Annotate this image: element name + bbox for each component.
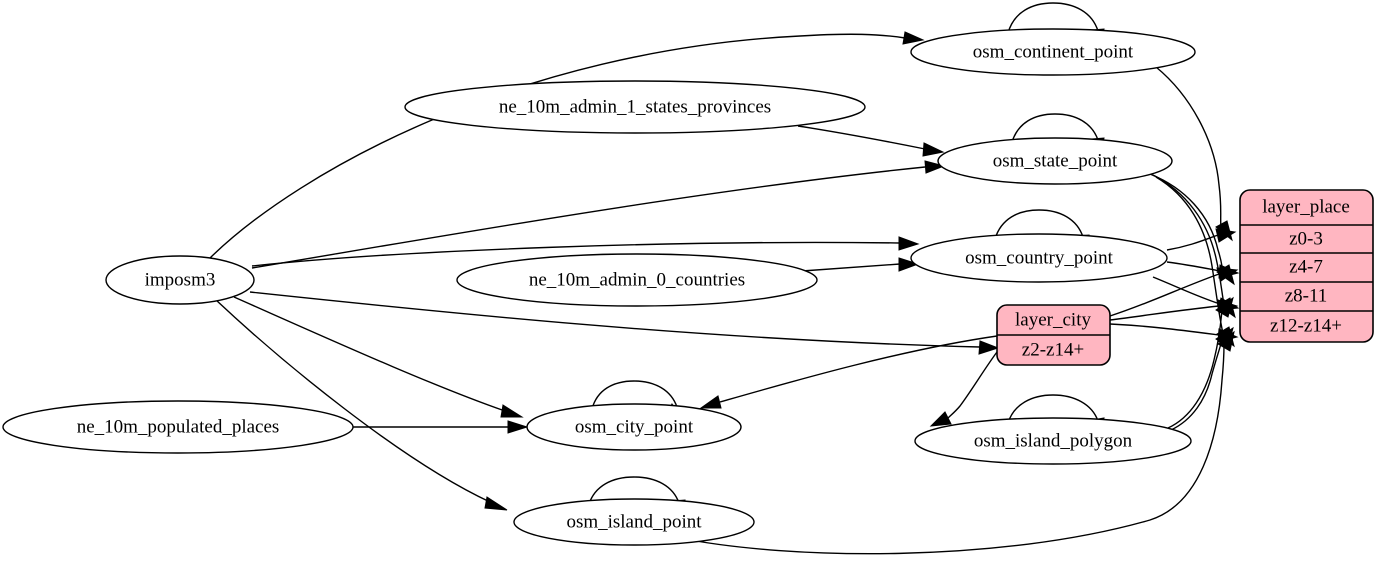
edge-ne_10m_populated_places-to-osm_city_point (353, 420, 529, 434)
record-row-layer_place-z4-7[interactable]: z4-7 (1289, 256, 1323, 277)
node-label-osm_country_point: osm_country_point (965, 247, 1113, 268)
node-ne_10m_admin_1_states_provinces[interactable]: ne_10m_admin_1_states_provinces (404, 80, 866, 134)
record-title-layer_city: layer_city (1015, 309, 1091, 330)
node-label-osm_state_point: osm_state_point (993, 150, 1118, 171)
edge-imposm3-to-osm_city_point (233, 296, 524, 418)
node-osm_island_polygon[interactable]: osm_island_polygon (914, 417, 1192, 465)
edge-imposm3-to-osm_state_point (251, 160, 946, 269)
node-label-osm_island_polygon: osm_island_polygon (974, 430, 1133, 451)
node-label-osm_city_point: osm_city_point (575, 416, 694, 437)
node-osm_city_point[interactable]: osm_city_point (526, 403, 742, 451)
record-row-layer_place-z12-z14[interactable]: z12-z14+ (1270, 315, 1342, 336)
edge-imposm3-to-osm_country_point (251, 236, 920, 267)
node-label-imposm3: imposm3 (145, 269, 216, 290)
node-label-ne_10m_populated_places: ne_10m_populated_places (77, 416, 280, 437)
record-node-layer_city[interactable]: layer_city z2-z14+ (996, 304, 1111, 366)
node-osm_country_point[interactable]: osm_country_point (910, 233, 1168, 283)
node-osm_continent_point[interactable]: osm_continent_point (910, 28, 1196, 76)
node-label-osm_island_point: osm_island_point (566, 511, 702, 532)
node-label-ne_10m_admin_1_states_provinces: ne_10m_admin_1_states_provinces (499, 96, 771, 117)
node-ne_10m_admin_0_countries[interactable]: ne_10m_admin_0_countries (456, 253, 818, 307)
node-label-ne_10m_admin_0_countries: ne_10m_admin_0_countries (529, 269, 745, 290)
edge-ne_10m_admin_0_countries-to-osm_country_point (801, 257, 920, 272)
record-node-layer_place[interactable]: layer_place z0-3 z4-7 z8-11 z12-z14+ (1239, 189, 1374, 343)
record-title-layer_place: layer_place (1262, 196, 1350, 217)
record-row-layer_place-z0-3[interactable]: z0-3 (1289, 228, 1323, 249)
record-node-layer: layer_place z0-3 z4-7 z8-11 z12-z14+ lay… (996, 189, 1374, 366)
edge-layer_city-z2-z14-to-osm_city_point (699, 335, 998, 409)
node-osm_island_point[interactable]: osm_island_point (513, 498, 755, 546)
edge-layer_city-to-osm_island_polygon (929, 351, 998, 427)
record-row-layer_place-z8-11[interactable]: z8-11 (1285, 285, 1328, 306)
edge-osm_country_point-to-layer_place-z0-3 (1166, 228, 1237, 251)
node-ne_10m_populated_places[interactable]: ne_10m_populated_places (2, 400, 354, 454)
record-row-layer_city-z2-z14[interactable]: z2-z14+ (1022, 339, 1084, 360)
edge-osm_island_point-to-layer_place-z12-z14 (679, 330, 1235, 555)
node-osm_state_point[interactable]: osm_state_point (937, 137, 1173, 185)
edge-osm_island_polygon-to-layer_place-z8-11 (1167, 296, 1234, 429)
node-layer: imposm3 ne_10m_populated_places ne_10m_a… (2, 28, 1196, 546)
edge-ne_10m_admin_1_states_provinces-to-osm_state_point (797, 125, 945, 157)
edge-imposm3-to-osm_continent_point (209, 31, 925, 259)
edge-layer_city-to-layer_place-z4-7 (1109, 267, 1239, 317)
node-label-osm_continent_point: osm_continent_point (973, 41, 1134, 62)
edge-imposm3-to-osm_island_point (215, 299, 508, 511)
edge-layer (209, 2, 1240, 555)
node-imposm3[interactable]: imposm3 (105, 255, 255, 305)
edge-imposm3-to-layer_city-z2-z14 (249, 291, 1000, 355)
